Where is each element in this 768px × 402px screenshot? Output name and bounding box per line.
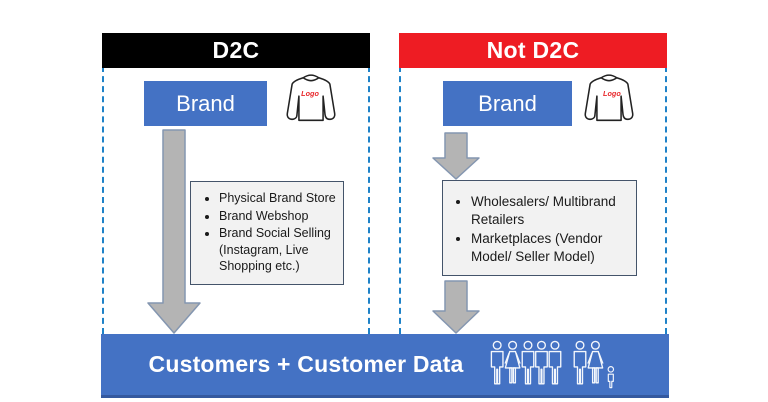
list-item: Marketplaces (Vendor Model/ Seller Model… bbox=[471, 230, 630, 266]
customers-bar: Customers + Customer Data bbox=[101, 334, 669, 398]
down-arrow-icon bbox=[147, 129, 201, 334]
list-item: Wholesalers/ Multibrand Retailers bbox=[471, 193, 630, 229]
list-item: Brand Social Selling (Instagram, Live Sh… bbox=[219, 225, 337, 275]
shirt-logo-icon: Logo bbox=[580, 69, 638, 131]
d2c-brand-box: Brand bbox=[144, 81, 267, 126]
shirt-logo-icon: Logo bbox=[282, 69, 340, 131]
down-arrow-icon bbox=[432, 132, 480, 180]
customers-people-icon bbox=[491, 340, 615, 388]
customers-bar-label: Customers + Customer Data bbox=[148, 351, 464, 377]
not-d2c-channel-list: Wholesalers/ Multibrand Retailers Market… bbox=[442, 180, 637, 276]
shirt-logo-text: Logo bbox=[603, 89, 621, 98]
d2c-header: D2C bbox=[102, 33, 370, 68]
down-arrow-icon bbox=[432, 280, 480, 334]
not-d2c-header: Not D2C bbox=[399, 33, 667, 68]
shirt-logo-text: Logo bbox=[301, 89, 319, 98]
not-d2c-brand-box: Brand bbox=[443, 81, 572, 126]
list-item: Physical Brand Store bbox=[219, 190, 337, 207]
list-item: Brand Webshop bbox=[219, 208, 337, 225]
d2c-channel-list: Physical Brand Store Brand Webshop Brand… bbox=[190, 181, 344, 285]
